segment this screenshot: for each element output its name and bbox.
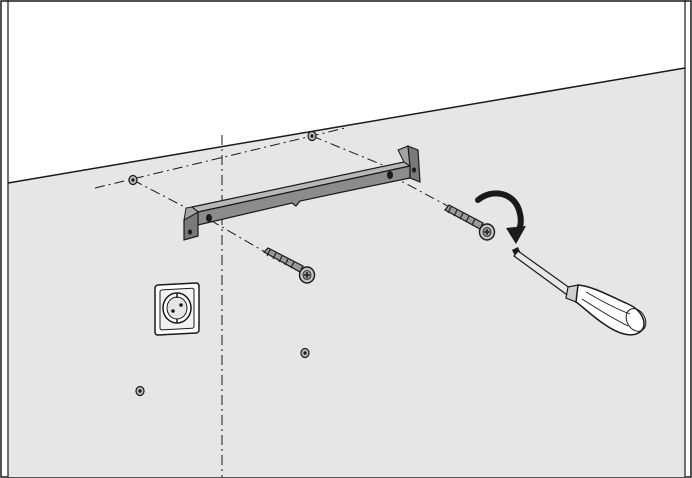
drill-hole-icon: [135, 385, 145, 397]
drill-hole-icon: [300, 347, 310, 359]
wall-socket-icon: [154, 282, 200, 336]
screw-icon: [263, 247, 316, 284]
wall-surface: [8, 68, 685, 477]
right-screw-axis: [389, 174, 456, 211]
drill-hole-icon: [307, 130, 317, 142]
wall-bracket-icon: [183, 145, 421, 241]
screwdriver-icon: [512, 247, 647, 336]
rotate-arrow-icon: [475, 190, 526, 244]
ceiling-edge: [7, 67, 686, 184]
drill-hole-icon: [128, 174, 138, 186]
screw-icon: [444, 204, 496, 241]
right-hole-projection: [311, 135, 396, 171]
